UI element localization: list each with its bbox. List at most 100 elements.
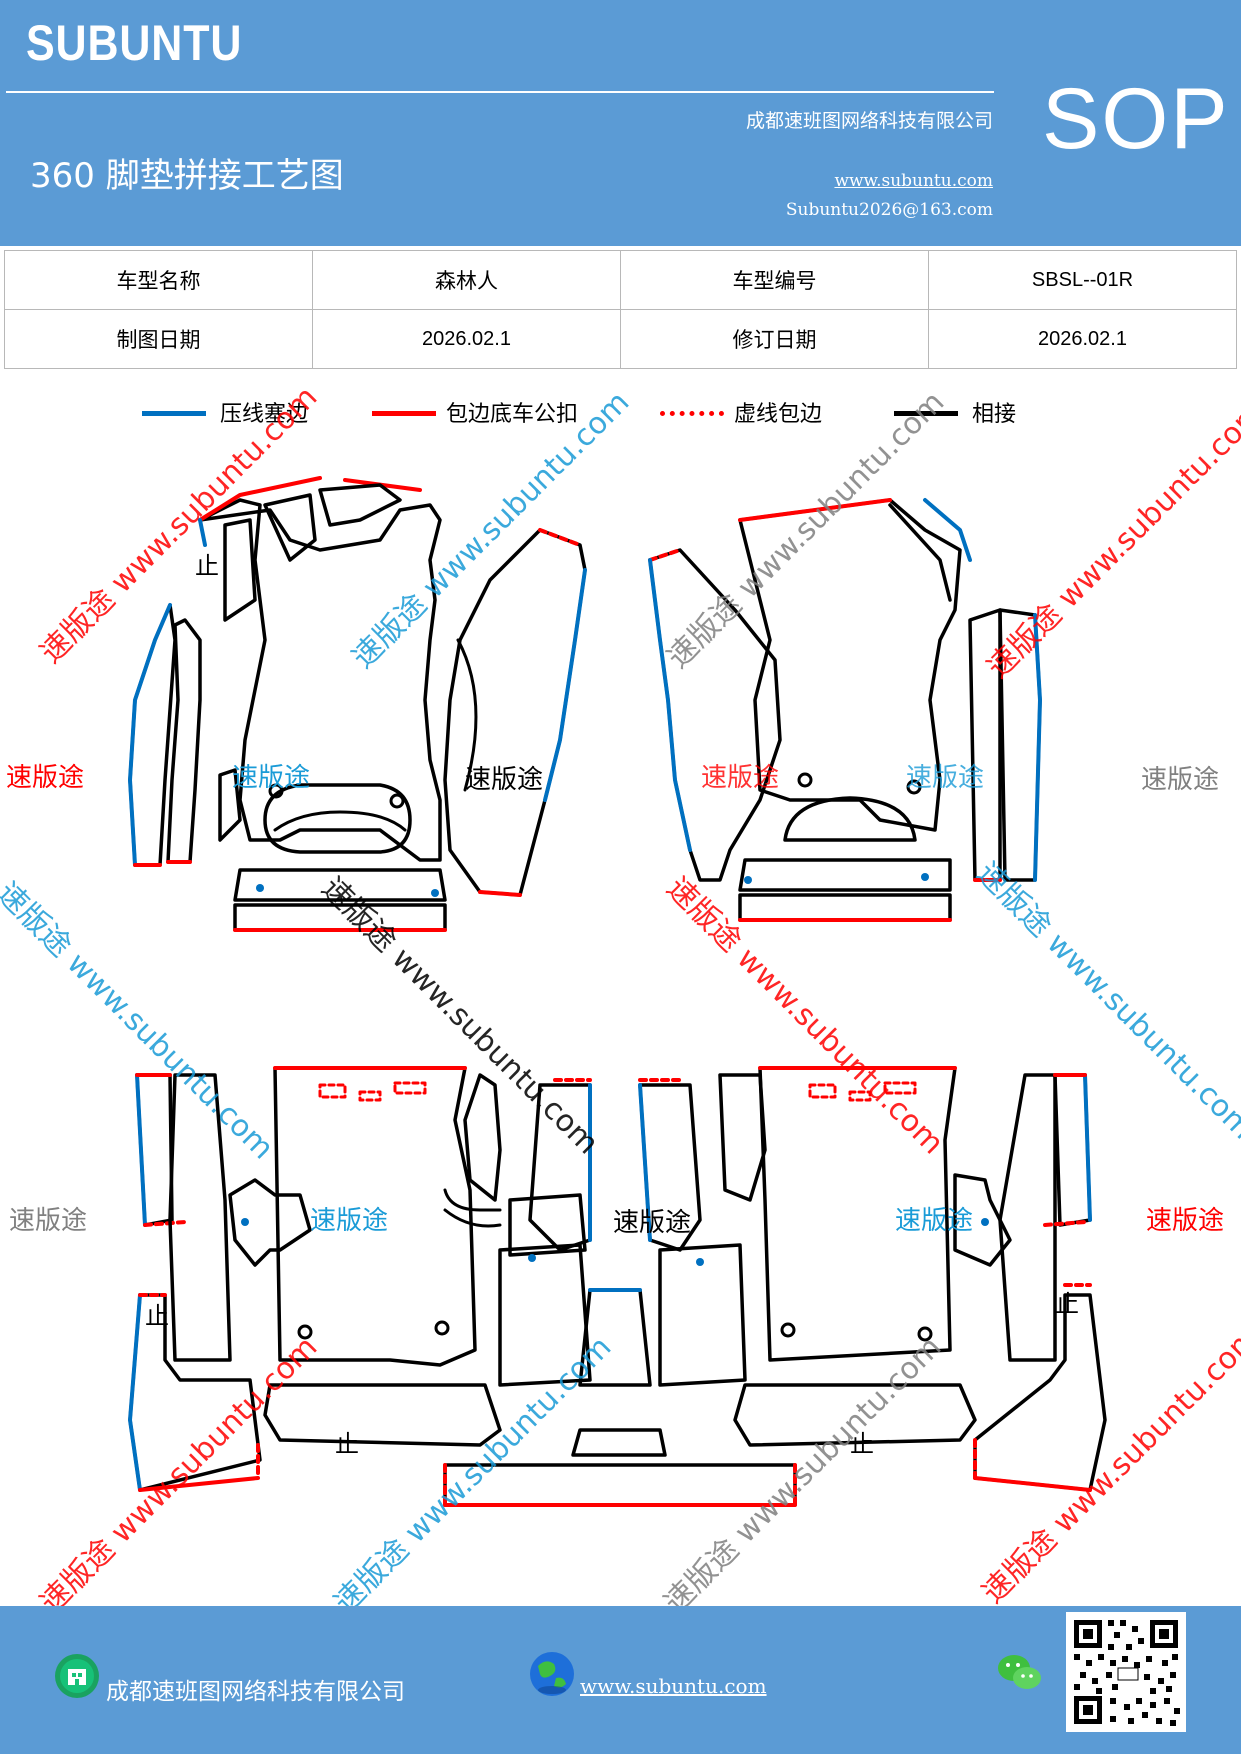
table-label: 修订日期: [620, 309, 929, 369]
header-email: Subuntu2026@163.com: [785, 200, 993, 220]
watermark-text: 速版途: [6, 763, 85, 793]
legend-swatch: [894, 411, 958, 416]
watermark-text: 速版途: [895, 1206, 974, 1236]
edge-press-line: [128, 603, 172, 867]
mat-seam: [443, 1188, 502, 1212]
mat-piece: [218, 768, 242, 842]
clip-dot: [241, 1218, 249, 1226]
qr-code: [1066, 1612, 1186, 1732]
mat-piece: [783, 796, 917, 842]
fixing-hole: [780, 1322, 796, 1338]
edge-dotted: [648, 548, 682, 562]
edge-press-line: [543, 568, 587, 802]
header-website-link[interactable]: www.subuntu.com: [834, 171, 993, 191]
fixing-hole: [917, 1326, 933, 1342]
front-left-mat-group: [128, 476, 587, 932]
mat-piece: [228, 1178, 312, 1267]
watermark-text: 速版途: [906, 763, 985, 793]
mat-seam: [443, 1208, 502, 1228]
legend-swatch: [142, 411, 206, 416]
clip-dot: [256, 884, 264, 892]
mat-piece: [973, 1293, 1107, 1492]
table-row: 制图日期 2026.02.1 修订日期 2026.02.1: [4, 309, 1237, 369]
legend-swatch: [660, 411, 724, 416]
edge-dotted: [538, 528, 582, 547]
header-banner: [0, 0, 1241, 246]
stop-mark: 止: [145, 1302, 169, 1330]
watermark-text: 速版途: [310, 1206, 389, 1236]
mat-piece: [166, 618, 202, 864]
mat-piece: [738, 893, 952, 922]
mat-piece: [318, 483, 402, 527]
mat-piece: [198, 498, 442, 862]
mat-piece: [168, 1073, 232, 1362]
fixing-hole: [297, 1324, 313, 1340]
watermark-text: 速版途: [465, 765, 544, 795]
header-company-name: 成都速班图网络科技有限公司: [745, 110, 993, 132]
mat-piece: [498, 1243, 592, 1387]
table-value: 森林人: [312, 250, 621, 310]
table-row: 车型名称 森林人 车型编号 SBSL--01R: [4, 250, 1237, 310]
edge-wrap: [973, 1476, 1092, 1492]
mat-piece: [463, 1073, 502, 1202]
table-label: 车型编号: [620, 250, 929, 310]
mat-piece: [223, 518, 257, 622]
brand-logo: SUBUNTU: [26, 15, 243, 71]
footer-website-link[interactable]: www.subuntu.com: [580, 1674, 767, 1698]
table-value: 2026.02.1: [928, 309, 1237, 369]
edge-wrap: [738, 498, 892, 522]
edge-press-line: [1083, 1073, 1092, 1222]
mat-piece: [718, 1073, 767, 1202]
edge-dotted: [143, 1220, 187, 1227]
legend-label: 相接: [972, 402, 1017, 427]
mat-piece: [233, 868, 447, 902]
mat-piece: [571, 1428, 667, 1457]
table-value: SBSL--01R: [928, 250, 1237, 310]
mat-seam: [273, 810, 407, 832]
edge-press-line: [128, 1293, 142, 1492]
watermark-text: 速版途: [613, 1208, 692, 1238]
mat-seam: [888, 503, 952, 602]
document-title: 360 脚垫拼接工艺图: [30, 156, 344, 196]
rear-right-mat-group: [638, 1066, 1107, 1492]
company-icon: [55, 1654, 99, 1698]
edge-press-line: [923, 498, 972, 562]
vehicle-info-table: 车型名称 森林人 车型编号 SBSL--01R 制图日期 2026.02.1 修…: [4, 250, 1237, 369]
mat-piece: [263, 783, 412, 854]
legend-label: 压线塞边: [220, 402, 309, 427]
fixing-hole: [268, 783, 284, 799]
mat-piece: [738, 858, 952, 892]
fixing-hole: [797, 772, 813, 788]
table-label: 车型名称: [4, 250, 313, 310]
clip-dot: [528, 1254, 536, 1262]
edge-press-line: [198, 518, 207, 547]
edge-dotted: [1043, 1220, 1087, 1227]
mat-piece: [508, 1193, 587, 1257]
mat-piece: [733, 1383, 977, 1447]
floor-mat-diagram: 止 止 止 止 止: [128, 476, 1107, 1507]
watermark-text: 速版途: [1141, 765, 1220, 795]
mat-piece: [658, 1243, 747, 1387]
header-divider: [6, 91, 994, 93]
watermark-text: 速版途: [1146, 1206, 1225, 1236]
legend-label: 虚线包边: [734, 402, 823, 427]
mat-piece: [738, 498, 962, 832]
edge-press-line: [638, 1083, 652, 1242]
edge-dotted: [443, 1463, 797, 1507]
clip-dot: [696, 1258, 704, 1266]
stop-mark: 止: [195, 552, 219, 580]
mat-piece: [263, 493, 317, 562]
mat-piece: [273, 1066, 477, 1367]
fixing-hole: [906, 779, 922, 795]
dotted-slots: [318, 1081, 427, 1102]
table-value: 2026.02.1: [312, 309, 621, 369]
watermark-text: 速版途: [9, 1206, 88, 1236]
watermark-text: 速版途: [701, 763, 780, 793]
edge-wrap: [478, 890, 522, 897]
fixing-hole: [434, 1320, 450, 1336]
table-label: 制图日期: [4, 309, 313, 369]
stop-mark: 止: [1055, 1290, 1079, 1318]
edge-press-line: [135, 1073, 147, 1227]
mat-piece: [263, 1383, 502, 1447]
stop-mark: 止: [335, 1430, 359, 1458]
